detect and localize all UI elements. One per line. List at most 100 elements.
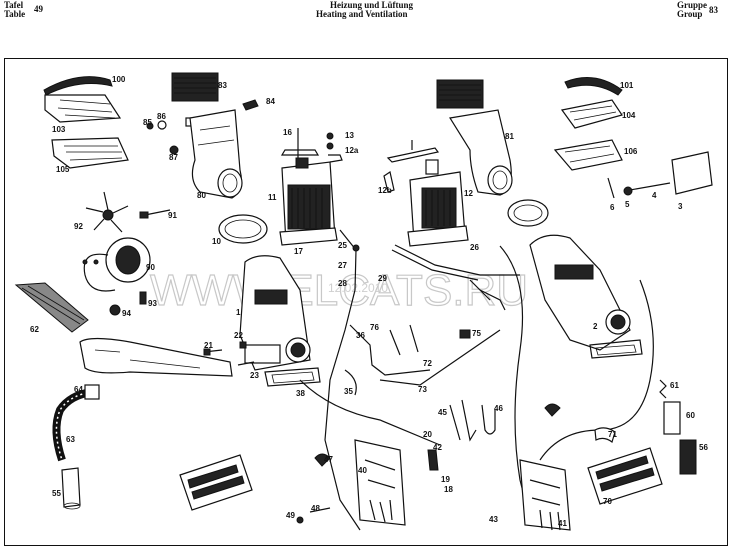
callout: 23: [250, 371, 259, 380]
air-duct-icon: [14, 282, 89, 333]
callout: 73: [418, 385, 427, 394]
clip-icon: [427, 449, 439, 471]
bolt-icon: [296, 507, 331, 524]
callout: 35: [344, 387, 353, 396]
callout: 12: [464, 189, 473, 198]
table-number: 49: [34, 4, 43, 14]
callout: 60: [686, 411, 695, 420]
bracket-icon: [383, 140, 440, 193]
callout: 80: [197, 191, 206, 200]
gasket-icon: [589, 339, 643, 359]
heater-box-icon: [239, 255, 311, 371]
hose-icon: [52, 384, 100, 510]
callout: 104: [622, 111, 636, 120]
diagram-frame: [4, 58, 728, 546]
callout: 105: [56, 165, 70, 174]
callout: 92: [74, 222, 83, 231]
callout: 46: [494, 404, 503, 413]
clip-icon: [109, 291, 147, 316]
callout: 91: [168, 211, 177, 220]
callout: 22: [234, 331, 243, 340]
clamp-ring-icon: [218, 214, 268, 244]
callout: 48: [311, 504, 320, 513]
callout: 85: [143, 118, 152, 127]
group-label: Group: [677, 9, 703, 19]
callout: 100: [112, 75, 126, 84]
title-english: Heating and Ventilation: [316, 9, 408, 19]
callout: 36: [356, 331, 365, 340]
watermark-text: WWW.ELCATS.RU: [150, 266, 528, 315]
callout: 4: [652, 191, 657, 200]
callout: 94: [122, 309, 131, 318]
callout: 55: [52, 489, 61, 498]
bolt-icon: [203, 341, 255, 366]
lever-icon: [449, 399, 496, 442]
bracket-icon: [280, 128, 343, 163]
page-header: Tafel Table 49 Heizung und Lüftung Heati…: [0, 0, 732, 50]
callout: 43: [489, 515, 498, 524]
control-unit-icon: [519, 459, 571, 531]
vent-grille-icon: [171, 72, 219, 127]
callout: 83: [218, 81, 227, 90]
tafel-label: Tafel: [4, 0, 24, 10]
callout-labels: 100 83 103 86 85 105 87 84 16 13 12a 11 …: [30, 75, 708, 528]
table-label: Table: [4, 9, 26, 19]
callout: 72: [423, 359, 432, 368]
callout: 87: [169, 153, 178, 162]
callout: 86: [157, 112, 166, 121]
callout: 47: [324, 455, 333, 464]
gruppe-label: Gruppe: [677, 0, 708, 10]
callout: 2: [593, 322, 598, 331]
title-german: Heizung und Lüftung: [330, 0, 414, 10]
callout: 25: [338, 241, 347, 250]
callout: 61: [670, 381, 679, 390]
callout: 19: [441, 475, 450, 484]
trim-strip-icon: [43, 76, 129, 169]
callout: 106: [624, 147, 638, 156]
callout: 49: [286, 511, 295, 520]
heater-box-icon: [529, 234, 631, 351]
callout: 41: [558, 519, 567, 528]
callout: 90: [146, 263, 155, 272]
clamp-ring-icon: [507, 199, 549, 227]
callout: 18: [444, 485, 453, 494]
watermark-date: 12.02.2010: [328, 281, 388, 295]
callout: 70: [603, 497, 612, 506]
trim-strip-icon: [553, 77, 623, 171]
callout: 38: [296, 389, 305, 398]
gasket-icon: [264, 367, 321, 387]
callout: 5: [625, 200, 630, 209]
callout: 101: [620, 81, 634, 90]
blower-motor-icon: [82, 237, 151, 292]
cable-icon: [499, 245, 654, 521]
vent-grille-icon: [436, 79, 484, 109]
callout: 26: [470, 243, 479, 252]
control-unit-icon: [354, 439, 406, 526]
callout: 62: [30, 325, 39, 334]
callout: 103: [52, 125, 66, 134]
callout: 3: [678, 202, 683, 211]
fan-wheel-icon: [85, 191, 129, 233]
air-duct-icon: [449, 109, 513, 196]
callout: 20: [423, 430, 432, 439]
hose-icon: [344, 244, 520, 396]
vent-flap-icon: [607, 151, 713, 199]
callout: 75: [472, 329, 481, 338]
callout: 6: [610, 203, 615, 212]
callout: 16: [283, 128, 292, 137]
knob-icon: [314, 403, 561, 467]
callout: 29: [378, 274, 387, 283]
cable-icon: [299, 229, 441, 531]
callout: 27: [338, 261, 347, 270]
callout: 56: [699, 443, 708, 452]
callout: 64: [74, 385, 83, 394]
callout: 76: [370, 323, 379, 332]
callout: 84: [266, 97, 275, 106]
callout: 28: [338, 279, 347, 288]
callout: 81: [505, 132, 514, 141]
callout: 45: [438, 408, 447, 417]
callout: 93: [148, 299, 157, 308]
callout: 12a: [345, 146, 359, 155]
bolt-icon: [139, 209, 171, 219]
